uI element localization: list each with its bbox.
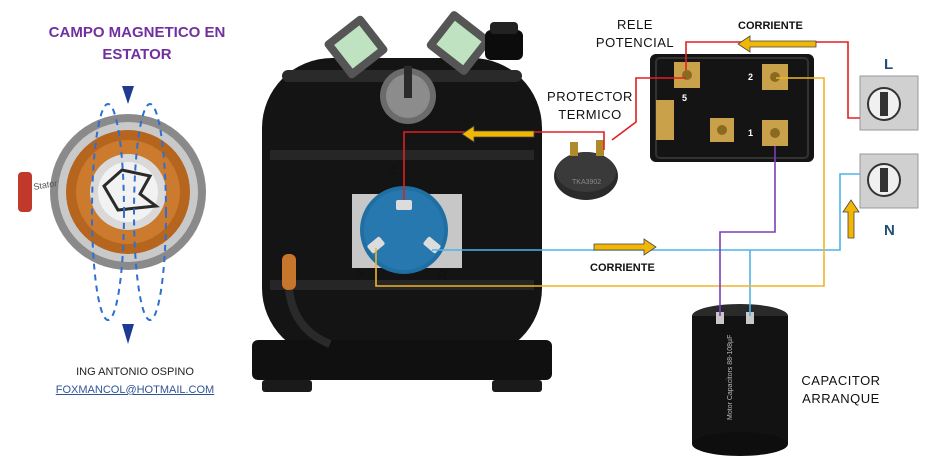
stator-title: CAMPO MAGNETICO EN ESTATOR xyxy=(48,24,226,63)
arrow-up-neutral-icon xyxy=(842,199,860,239)
rotor-slot-outline xyxy=(102,168,160,212)
wire-red-relay-line xyxy=(685,41,860,119)
capacitor-label: CAPACITOR ARRANQUE xyxy=(801,373,881,406)
neutral-label: N xyxy=(884,222,895,239)
start-capacitor: Motor Capacitors 88-108µF xyxy=(692,304,788,456)
arrow-right-bottom-icon xyxy=(593,238,657,256)
line-terminal xyxy=(859,75,919,131)
terminal-r-pin xyxy=(423,236,441,254)
current-label-top: CORRIENTE xyxy=(738,20,803,32)
compressor xyxy=(252,11,552,392)
arrow-left-middle-icon xyxy=(461,125,535,143)
potential-relay xyxy=(650,54,814,162)
relay-terminal-1-label: 1 xyxy=(748,128,754,138)
line-label: L xyxy=(884,56,894,73)
arrow-left-top-icon xyxy=(737,35,817,53)
current-label-bottom: CORRIENTE xyxy=(590,262,655,274)
relay-terminal-2-label: 2 xyxy=(748,72,754,82)
terminal-s-pin xyxy=(367,236,385,254)
terminal-c-pin xyxy=(396,200,412,210)
wire-red-protector-relay xyxy=(611,77,686,141)
protector-label: PROTECTOR TERMICO xyxy=(547,89,633,122)
wire-yellow-start-relay xyxy=(375,77,825,287)
author-name: ING ANTONIO OSPINO xyxy=(76,366,194,378)
svg-text:Stator: Stator xyxy=(33,178,58,192)
field-arrow-bottom-icon xyxy=(122,324,134,344)
thermal-protector: TKA3902 xyxy=(554,140,618,200)
terminal-r-label: R xyxy=(438,268,447,282)
magnetic-field-lines xyxy=(91,103,167,321)
wire-purple-relay-capacitor xyxy=(719,146,776,316)
copper-tube xyxy=(282,254,296,290)
relay-terminal-5-label: 5 xyxy=(682,93,688,103)
compressor-top-valves xyxy=(324,11,523,124)
author-email-link[interactable]: FOXMANCOL@HOTMAIL.COM xyxy=(55,384,215,396)
neutral-terminal xyxy=(859,153,919,209)
svg-text:TKA3902: TKA3902 xyxy=(572,179,601,186)
current-arrows xyxy=(461,35,860,256)
stator-image: Stator xyxy=(18,86,206,344)
terminal-s-label: S xyxy=(356,266,365,280)
relay-label: RELE POTENCIAL xyxy=(595,17,675,50)
field-arrow-top-icon xyxy=(122,86,134,104)
terminal-c-label: C xyxy=(388,164,397,178)
svg-text:Motor Capacitors 88-108µF: Motor Capacitors 88-108µF xyxy=(727,335,734,420)
